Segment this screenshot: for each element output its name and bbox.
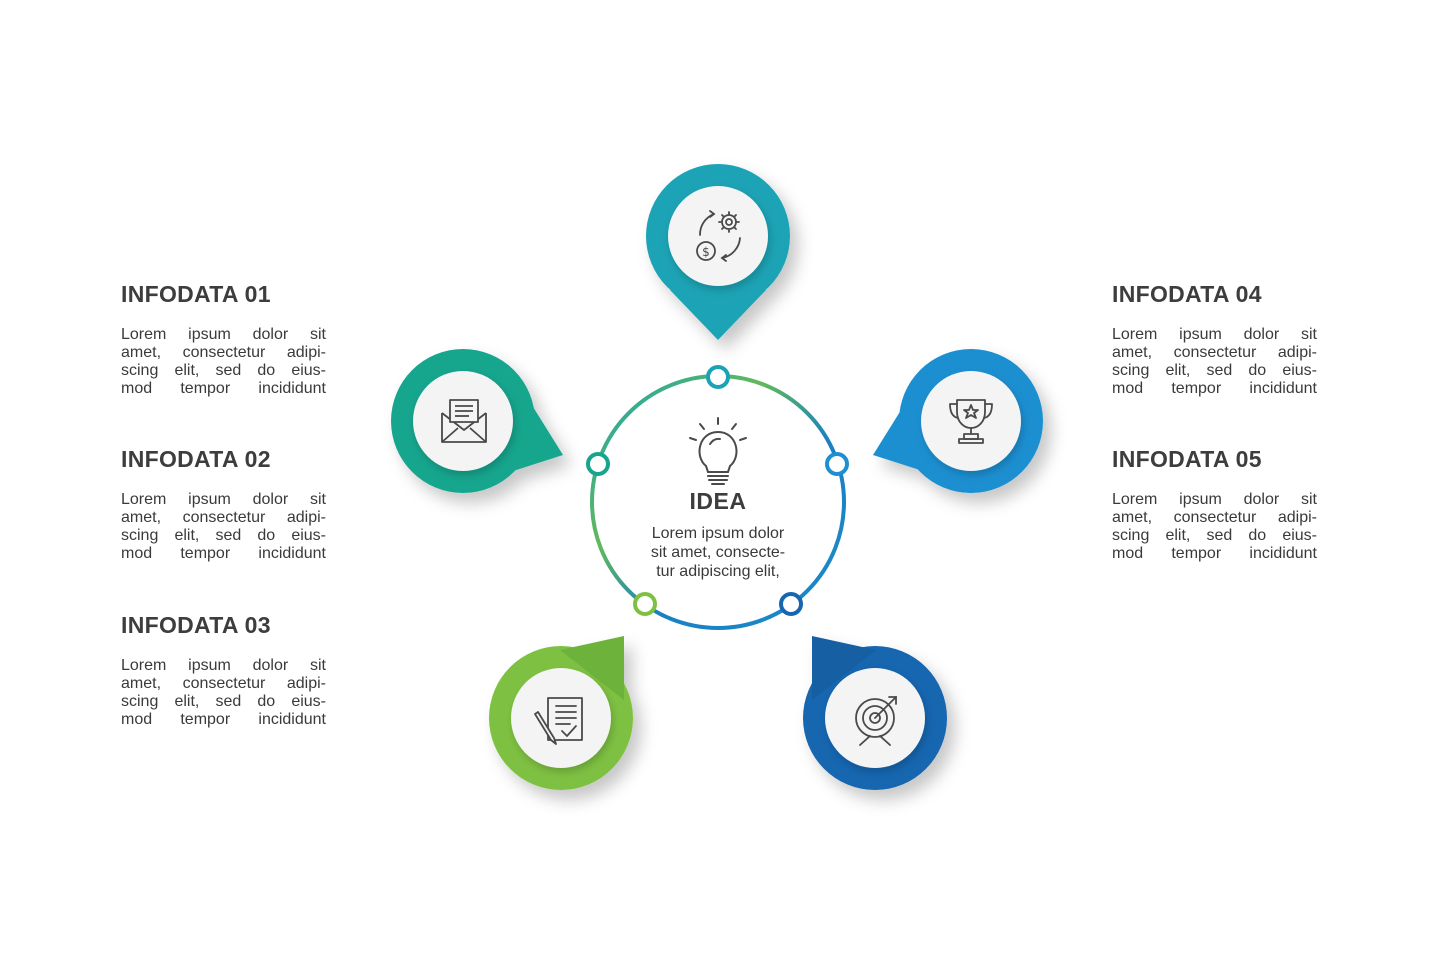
infodata-03-title: INFODATA 03: [121, 612, 271, 638]
target-arrow-icon: [855, 696, 897, 746]
text-line: scing elit, sed do eius-: [121, 362, 326, 379]
infodata-05-text: Lorem ipsum dolor sit amet, consectetur …: [1112, 491, 1317, 563]
trophy-icon: [949, 399, 993, 444]
text-line: mod tempor incididunt: [1112, 380, 1317, 397]
text-line: Lorem ipsum dolor sit: [121, 657, 326, 674]
infodata-01-title: INFODATA 01: [121, 281, 271, 307]
document-pen-icon: [534, 697, 583, 745]
text-line: scing elit, sed do eius-: [1112, 527, 1317, 544]
text-line: amet, consectetur adipi-: [1112, 509, 1317, 526]
text-line: scing elit, sed do eius-: [1112, 362, 1317, 379]
money-gear-cycle-icon: $: [696, 210, 741, 262]
text-line: Lorem ipsum dolor sit: [121, 326, 326, 343]
ring-node-3: [633, 592, 657, 616]
center-desc-line: sit amet, consecte-: [650, 544, 786, 561]
ring-node-5: [779, 592, 803, 616]
center-desc-line: Lorem ipsum dolor: [651, 525, 785, 542]
infodata-02-title: INFODATA 02: [121, 446, 271, 472]
text-line: amet, consectetur adipi-: [1112, 344, 1317, 361]
infodata-05-block: INFODATA 05 Lorem ipsum dolor sit amet, …: [1112, 446, 1317, 563]
infodata-04-text: Lorem ipsum dolor sit amet, consectetur …: [1112, 326, 1317, 398]
infodata-03-block: INFODATA 03 Lorem ipsum dolor sit amet, …: [121, 612, 326, 729]
center-desc-line: tur adipiscing elit,: [656, 563, 780, 580]
infodata-05-title: INFODATA 05: [1112, 446, 1262, 472]
center-description: Lorem ipsum dolor sit amet, consecte- tu…: [618, 524, 818, 581]
ring-node-2: [586, 452, 610, 476]
ring-node-4: [825, 452, 849, 476]
text-line: Lorem ipsum dolor sit: [1112, 326, 1317, 343]
ring-node-1: [706, 365, 730, 389]
text-line: mod tempor incididunt: [121, 545, 326, 562]
text-line: mod tempor incididunt: [121, 711, 326, 728]
infodata-01-block: INFODATA 01 Lorem ipsum dolor sit amet, …: [121, 281, 326, 398]
text-line: scing elit, sed do eius-: [121, 527, 326, 544]
text-line: mod tempor incididunt: [1112, 545, 1317, 562]
text-line: Lorem ipsum dolor sit: [1112, 491, 1317, 508]
envelope-letter-icon: [441, 399, 487, 443]
infodata-02-block: INFODATA 02 Lorem ipsum dolor sit amet, …: [121, 446, 326, 563]
infodata-04-block: INFODATA 04 Lorem ipsum dolor sit amet, …: [1112, 281, 1317, 398]
text-line: amet, consectetur adipi-: [121, 675, 326, 692]
infodata-02-text: Lorem ipsum dolor sit amet, consectetur …: [121, 491, 326, 563]
infodata-04-title: INFODATA 04: [1112, 281, 1262, 307]
text-line: Lorem ipsum dolor sit: [121, 491, 326, 508]
infodata-01-text: Lorem ipsum dolor sit amet, consectetur …: [121, 326, 326, 398]
text-line: amet, consectetur adipi-: [121, 509, 326, 526]
text-line: amet, consectetur adipi-: [121, 344, 326, 361]
svg-text:$: $: [702, 245, 710, 259]
text-line: mod tempor incididunt: [121, 380, 326, 397]
infodata-03-text: Lorem ipsum dolor sit amet, consectetur …: [121, 657, 326, 729]
text-line: scing elit, sed do eius-: [121, 693, 326, 710]
lightbulb-icon: [689, 417, 747, 485]
center-title: IDEA: [689, 488, 747, 514]
